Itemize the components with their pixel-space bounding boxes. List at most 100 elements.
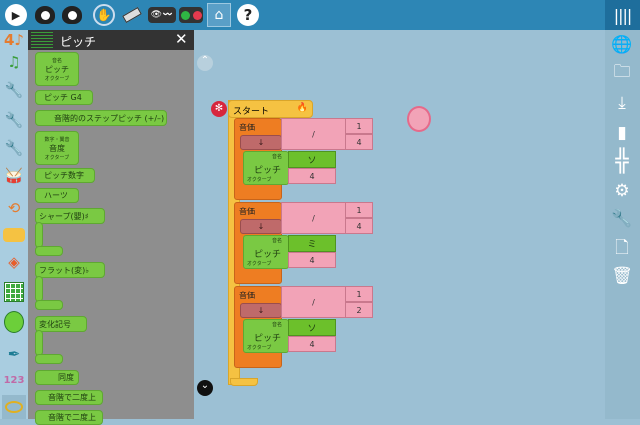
pitch-name-value[interactable]: ソ (288, 319, 336, 336)
pitch-name-value[interactable]: ミ (288, 235, 336, 252)
pitch-staff-icon (31, 32, 53, 48)
flat-clamp (35, 276, 43, 302)
palette-block-sharp[interactable]: シャープ(嬰)♯ (35, 208, 105, 224)
palette-block-scale-degree[interactable]: 数字・翼音 音度 オクターブ (35, 131, 79, 165)
denominator-value[interactable]: 2 (345, 302, 373, 318)
flow-icon[interactable]: ⟲ (7, 199, 21, 217)
palette-block-hertz[interactable]: ハーツ (35, 188, 79, 203)
octave-value[interactable]: 4 (288, 168, 336, 184)
octave-label: オクターブ (247, 177, 272, 183)
new-project-icon[interactable]: 🗋 (615, 237, 629, 258)
accidental-clamp (35, 330, 43, 356)
hide-blocks-icon[interactable]: 👁〰 (148, 3, 176, 27)
open-folder-icon[interactable]: 🗀 (613, 61, 631, 82)
pitch-block[interactable]: 音名 ピッチ オクターブ (243, 319, 289, 353)
pitch-name-label: 音名 (271, 154, 282, 160)
mouse-icon[interactable] (2, 310, 26, 334)
palette-block-pitch[interactable]: 音名 ピッチ オクターブ (35, 52, 79, 86)
sharp-clamp (35, 222, 43, 248)
close-icon[interactable]: ✕ (175, 30, 188, 48)
right-toolbar (605, 30, 640, 419)
block-label: 音度 (49, 143, 65, 153)
palette-block-flat[interactable]: フラット(変)♭ (35, 262, 105, 278)
pitch-block[interactable]: 音名 ピッチ オクターブ (243, 151, 289, 185)
divide-block[interactable]: / (281, 286, 346, 318)
palette-block-pitch-number[interactable]: ピッチ数字 (35, 168, 95, 183)
play-icon[interactable]: ▶ (4, 3, 28, 27)
pitch-label: ピッチ (254, 250, 282, 260)
sharp-clamp-bottom (35, 246, 63, 256)
scroll-down-button[interactable]: ⌄ (197, 380, 213, 396)
effects-icon[interactable]: 🔧 (4, 111, 24, 129)
palette-block-accidental[interactable]: 変化記号 (35, 316, 87, 332)
octave-value[interactable]: 4 (288, 252, 336, 268)
palette-block-pitch-g4[interactable]: ピッチ G4 (35, 90, 93, 105)
load-plugin-icon[interactable]: ▮ (617, 123, 627, 143)
pitch-label: ピッチ (254, 334, 282, 344)
scroll-up-button[interactable]: ⌃ (197, 55, 213, 71)
boxes-icon[interactable]: ◈ (8, 253, 20, 271)
fire-icon: 🔥 (296, 103, 308, 113)
numerator-value[interactable]: 1 (345, 202, 373, 218)
palette-block-second-up-2[interactable]: 音階で二度上 (35, 410, 103, 425)
action-icon[interactable] (2, 223, 26, 247)
widgets-icon[interactable] (2, 280, 26, 304)
top-toolbar: ▶ ✋ 👁〰 ⌂ ? |||| (0, 0, 640, 30)
stop-hand-icon[interactable]: ✋ (92, 3, 116, 27)
denominator-value[interactable]: 4 (345, 218, 373, 234)
palette-category-bar: 4♪ ♫ 🔧 🔧 🔧 🥁 ⟲ ◈ ✒ 123 (0, 30, 28, 419)
help-icon[interactable]: ? (236, 3, 260, 27)
planet-icon[interactable]: 🌐 (611, 35, 633, 55)
block-arg-label: 数字・翼音 (44, 136, 70, 143)
grid-icon[interactable]: ╬ (615, 148, 629, 174)
number-icon[interactable]: 123 (3, 374, 25, 386)
denominator-value[interactable]: 4 (345, 134, 373, 150)
settings-icon[interactable]: ⚙ (614, 181, 630, 201)
eraser-icon[interactable] (120, 3, 144, 27)
palette-block-scale-step[interactable]: 音階的のステップピッチ (+/–) (35, 110, 167, 126)
accidental-clamp-bottom (35, 354, 63, 364)
drum-icon[interactable]: 🥁 (4, 167, 24, 185)
start-block[interactable]: スタート🔥 (228, 100, 313, 118)
block-arg-label: オクターブ (44, 154, 70, 161)
divide-block[interactable]: / (281, 118, 346, 150)
run-slow-icon[interactable] (33, 3, 57, 27)
palette-block-second-up[interactable]: 音階で二度上 (35, 390, 103, 405)
pitch-name-label: 音名 (271, 238, 282, 244)
numerator-value[interactable]: 1 (345, 286, 373, 302)
block-arg-label: 音名 (51, 57, 62, 64)
pitch-block[interactable]: 音名 ピッチ オクターブ (243, 235, 289, 269)
boolean-icon[interactable] (2, 395, 26, 419)
wrench-icon[interactable]: 🔧 (611, 209, 633, 229)
flat-clamp-bottom (35, 300, 63, 310)
mouse-turtle-icon[interactable] (407, 106, 431, 132)
collapse-blocks-icon[interactable] (179, 3, 203, 27)
note-drag-handle[interactable]: ↓ (240, 303, 282, 318)
home-icon[interactable]: ⌂ (207, 3, 231, 27)
palette-title: ピッチ (60, 35, 97, 49)
note-drag-handle[interactable]: ↓ (240, 135, 282, 150)
pitch-name-value[interactable]: ソ (288, 151, 336, 168)
note-drag-handle[interactable]: ↓ (240, 219, 282, 234)
pitch-name-label: 音名 (271, 322, 282, 328)
tone-icon[interactable]: 🔧 (4, 81, 24, 99)
pen-icon[interactable]: ✒ (7, 345, 21, 363)
palette-header: ピッチ ✕ (28, 30, 194, 50)
rhythm-icon[interactable]: 4♪ (3, 31, 24, 49)
divide-block[interactable]: / (281, 202, 346, 234)
octave-value[interactable]: 4 (288, 336, 336, 352)
save-icon[interactable]: ⤓ (618, 93, 626, 113)
octave-label: オクターブ (247, 261, 272, 267)
restore-trash-icon[interactable]: 🗑 (611, 266, 633, 286)
menu-icon[interactable]: |||| (605, 0, 640, 30)
block-arg-label: オクターブ (44, 75, 70, 82)
palette-block-unison[interactable]: 同度 (35, 370, 79, 385)
numerator-value[interactable]: 1 (345, 118, 373, 134)
start-run-icon[interactable]: ✻ (211, 101, 227, 117)
run-step-icon[interactable] (60, 3, 84, 27)
note-value-label: 音価 (239, 123, 255, 132)
note-value-label: 音価 (239, 291, 255, 300)
octave-label: オクターブ (247, 345, 272, 351)
pitch-icon[interactable]: ♫ (7, 53, 21, 71)
volume-icon[interactable]: 🔧 (4, 139, 24, 157)
